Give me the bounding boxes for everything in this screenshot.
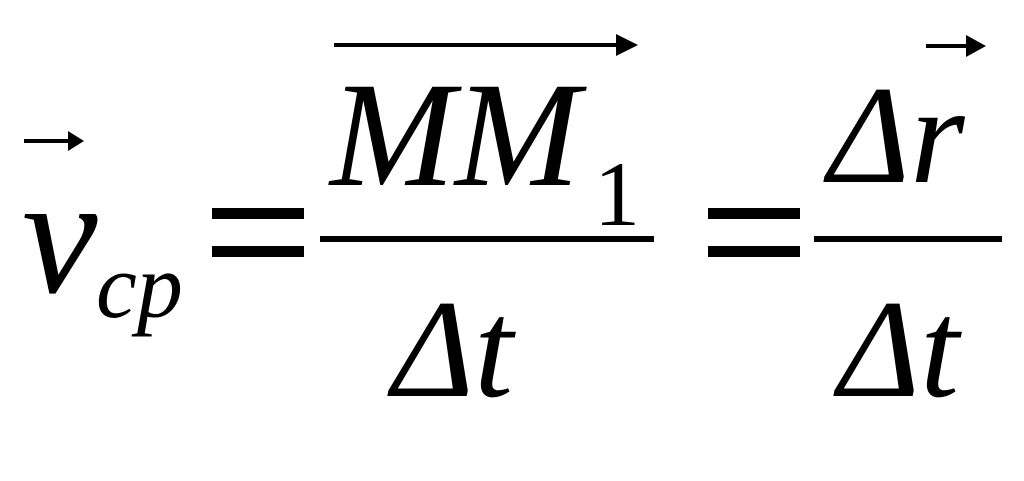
equals-sign-1-bottom <box>212 246 304 257</box>
vector-arrow-icon <box>24 131 84 151</box>
fraction-2-denominator: Δt <box>838 272 960 427</box>
fraction-2-bar <box>814 236 1002 242</box>
fraction-1-numerator-subscript: 1 <box>594 143 640 245</box>
fraction-1-numerator: MM <box>330 52 580 218</box>
fraction-2-numerator: Δr <box>828 58 965 213</box>
equals-sign-2-bottom <box>708 246 800 257</box>
vector-arrow-icon <box>334 34 638 56</box>
equals-sign-2-top <box>708 208 800 219</box>
fraction-1-denominator: Δt <box>392 272 514 427</box>
equals-sign-1-top <box>212 208 304 219</box>
velocity-subscript: cp <box>96 235 183 337</box>
fraction-1-bar <box>320 236 654 242</box>
velocity-symbol: v <box>22 141 98 329</box>
vector-arrow-icon <box>926 35 986 57</box>
